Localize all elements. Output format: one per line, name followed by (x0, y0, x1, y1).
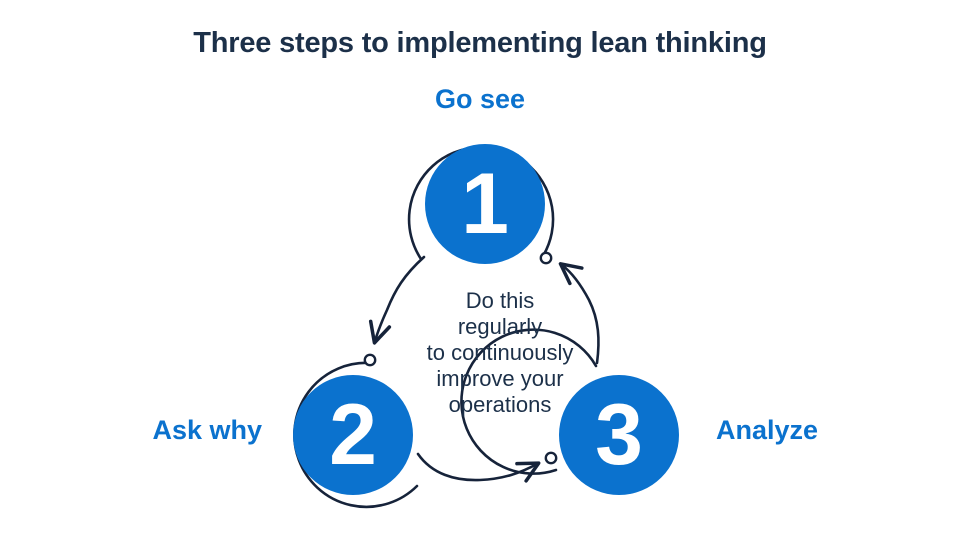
step-3-circle[interactable] (559, 375, 679, 495)
center-annotation-line-1: Do this (465, 288, 535, 313)
step-2-number: 2 (329, 387, 377, 483)
arrow-step3-to-step1 (558, 262, 600, 365)
step-3-number: 3 (595, 387, 643, 483)
step-node-1[interactable]: 1 (407, 144, 555, 265)
center-annotation: Do this regularly to continuously improv… (385, 288, 615, 418)
step-label-go-see: Go see (434, 84, 526, 114)
center-annotation-line-5: operations (448, 392, 552, 417)
page-title: Three steps to implementing lean thinkin… (193, 27, 767, 59)
center-annotation-line-3: to continuously (426, 340, 574, 365)
step-3-ring-arc (460, 328, 598, 475)
step-label-analyze: Analyze (716, 415, 819, 445)
step-1-ring-endpoint-dot (539, 251, 553, 265)
step-3-ring-endpoint-dot (544, 451, 558, 465)
step-1-number: 1 (461, 156, 509, 252)
center-annotation-line-4: improve your (436, 366, 564, 391)
arrow-step1-to-step2 (368, 255, 426, 345)
step-label-ask-why: Ask why (152, 415, 262, 445)
step-node-2[interactable]: 2 (293, 353, 419, 509)
step-1-circle[interactable] (425, 144, 545, 264)
center-annotation-line-2: regularly (457, 314, 543, 339)
step-2-circle[interactable] (293, 375, 413, 495)
step-node-3[interactable]: 3 (460, 328, 679, 495)
step-2-ring-endpoint-dot (363, 353, 377, 367)
arrow-step2-to-step3 (416, 452, 541, 483)
